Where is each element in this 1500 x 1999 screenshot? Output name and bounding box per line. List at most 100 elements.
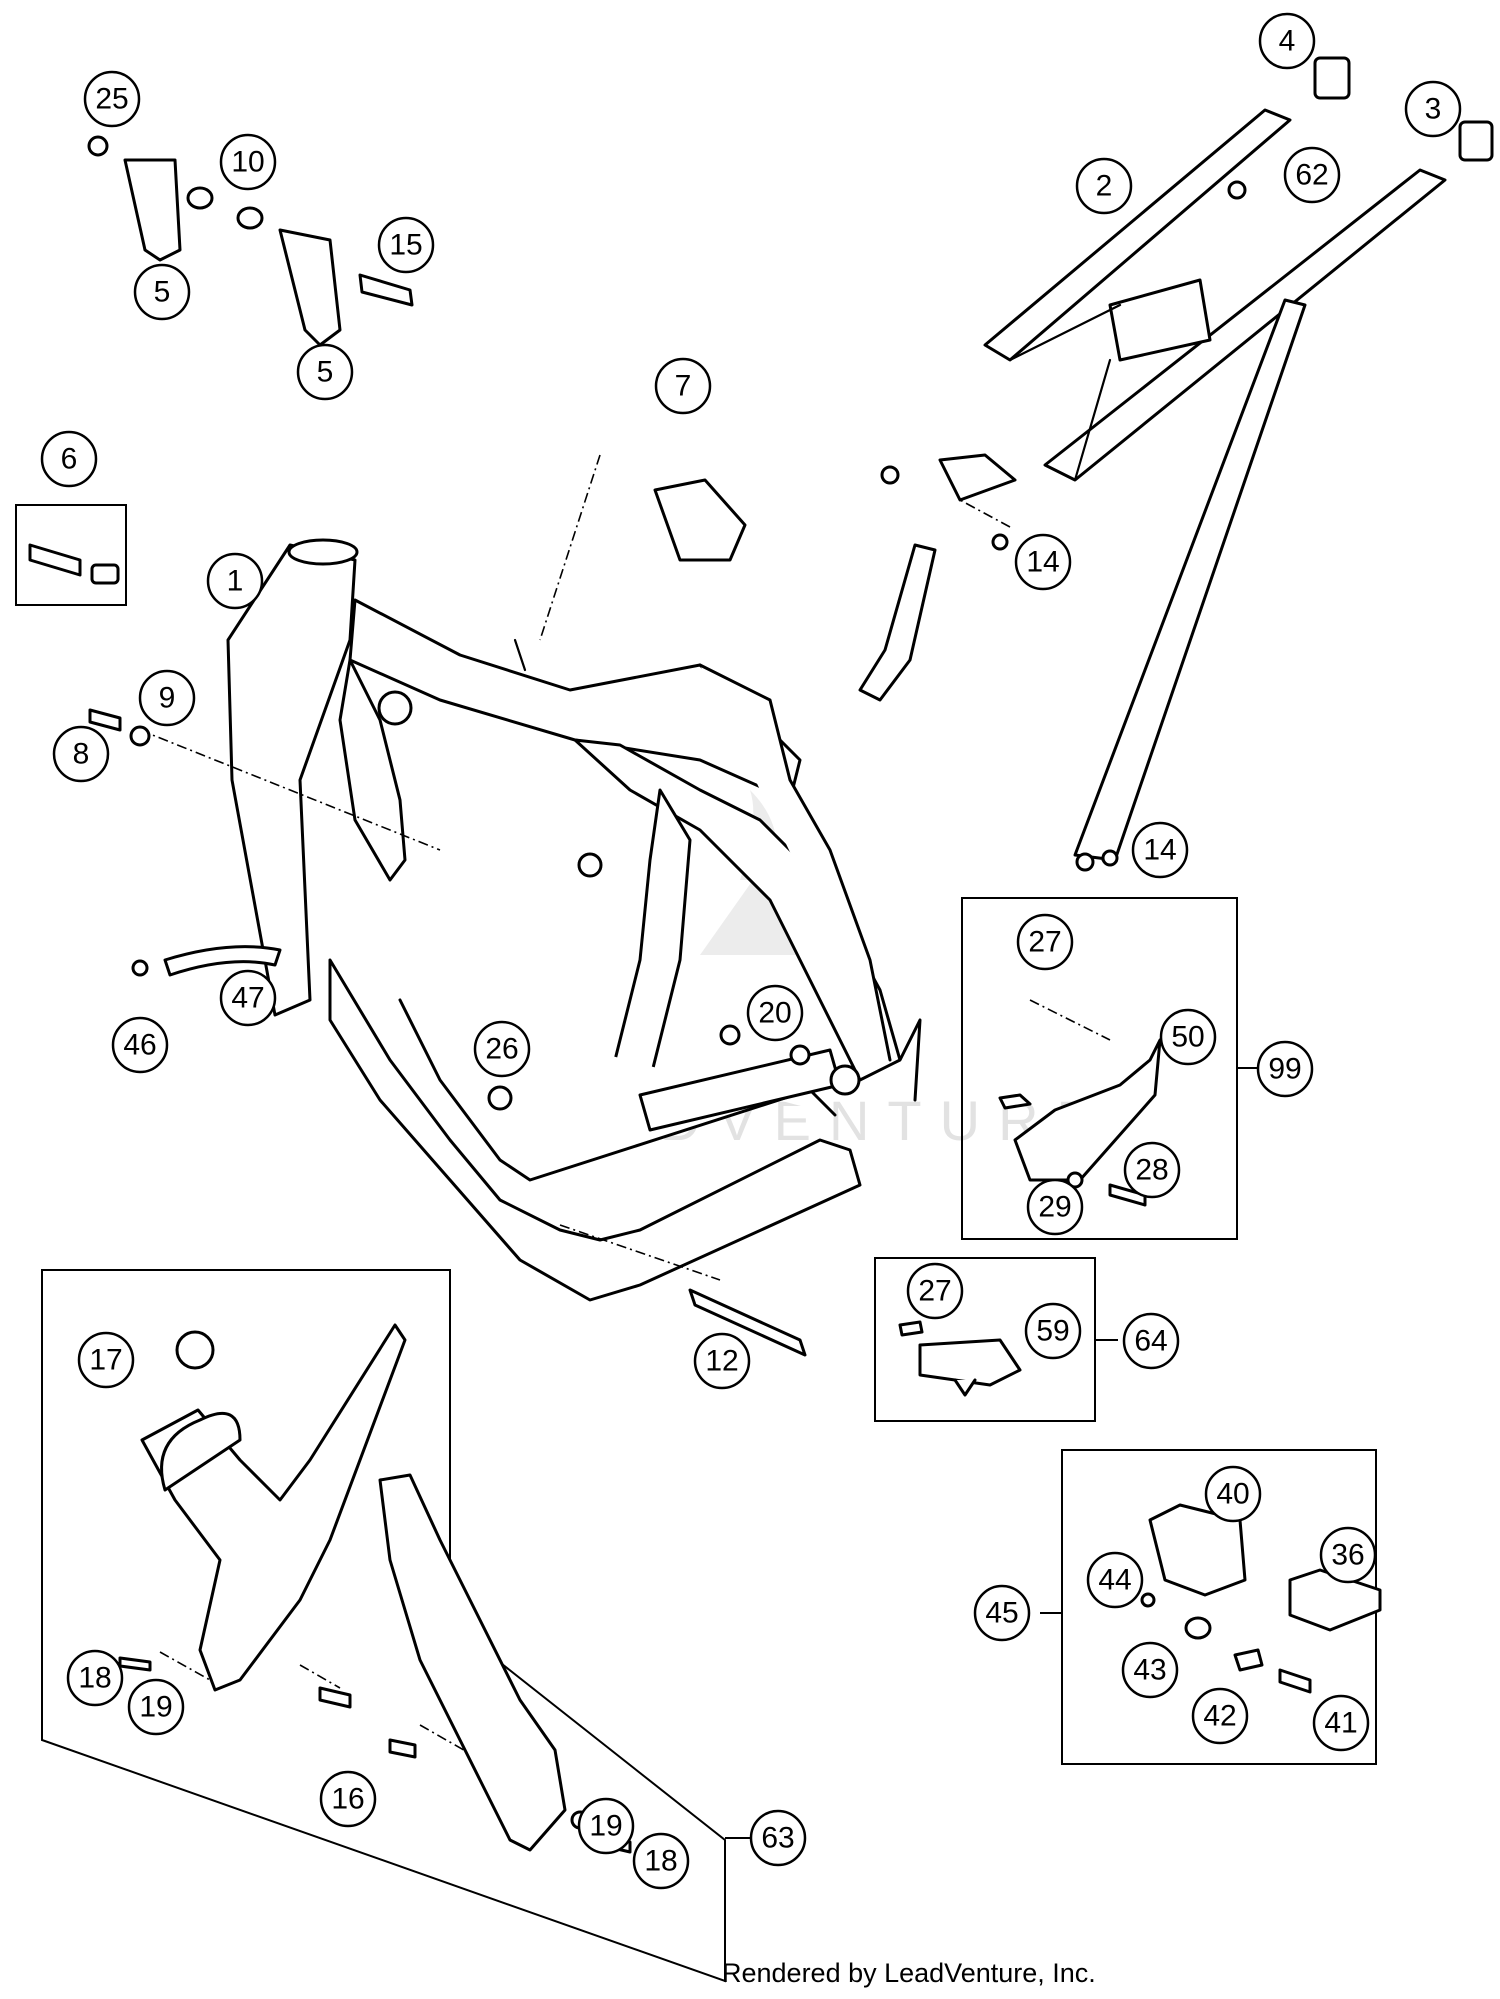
svg-text:16: 16 <box>331 1783 364 1816</box>
svg-text:99: 99 <box>1268 1053 1301 1086</box>
svg-text:26: 26 <box>485 1033 518 1066</box>
callout-7: 7 <box>654 357 712 415</box>
callout-14: 14 <box>1131 821 1189 879</box>
svg-text:28: 28 <box>1135 1154 1168 1187</box>
nut-25 <box>87 135 109 157</box>
callout-9: 9 <box>138 669 196 727</box>
callout-10: 10 <box>219 133 277 191</box>
callout-44: 44 <box>1086 1551 1144 1609</box>
svg-text:27: 27 <box>918 1275 951 1308</box>
callout-4: 4 <box>1258 12 1316 70</box>
frame-protector-63 <box>118 1323 632 1854</box>
callout-46: 46 <box>111 1016 169 1074</box>
svg-text:15: 15 <box>389 229 422 262</box>
callout-5: 5 <box>296 343 354 401</box>
plug-4 <box>1313 56 1351 100</box>
svg-text:41: 41 <box>1324 1707 1357 1740</box>
clip-46 <box>131 959 149 977</box>
nut-62 <box>1227 180 1247 200</box>
callout-36: 36 <box>1319 1526 1377 1584</box>
bracket-5a <box>123 158 182 262</box>
svg-text:2: 2 <box>1096 170 1113 203</box>
svg-text:59: 59 <box>1036 1315 1069 1348</box>
callout-40: 40 <box>1204 1465 1262 1523</box>
callout-27: 27 <box>906 1262 964 1320</box>
svg-text:14: 14 <box>1143 834 1176 867</box>
small-hardware <box>28 56 1494 1357</box>
svg-text:46: 46 <box>123 1029 156 1062</box>
washer-10a <box>186 186 214 210</box>
key-6 <box>90 563 120 585</box>
svg-text:4: 4 <box>1279 25 1296 58</box>
callout-20: 20 <box>746 984 804 1042</box>
main-frame <box>226 478 922 1302</box>
bolt-12 <box>688 1288 807 1357</box>
svg-text:12: 12 <box>705 1345 738 1378</box>
svg-text:17: 17 <box>89 1344 122 1377</box>
footrest-kit-45 <box>1140 1503 1382 1694</box>
callout-6: 6 <box>40 430 98 488</box>
grommet-20a <box>719 1024 741 1046</box>
bolt-14b <box>1101 849 1119 867</box>
svg-text:40: 40 <box>1216 1478 1249 1511</box>
callout-45: 45 <box>973 1584 1031 1642</box>
callout-14: 14 <box>1014 533 1072 591</box>
svg-text:7: 7 <box>675 370 692 403</box>
bolt-8 <box>88 708 122 732</box>
callout-19: 19 <box>127 1678 185 1736</box>
callout-15: 15 <box>377 216 435 274</box>
svg-text:20: 20 <box>758 997 791 1030</box>
washer-10b <box>236 206 264 230</box>
callout-28: 28 <box>1123 1141 1181 1199</box>
bolt-14a <box>991 533 1009 551</box>
callout-5: 5 <box>133 263 191 321</box>
callout-18: 18 <box>632 1832 690 1890</box>
callout-27: 27 <box>1016 913 1074 971</box>
callout-25: 25 <box>83 70 141 128</box>
svg-text:64: 64 <box>1134 1325 1167 1358</box>
callout-63: 63 <box>749 1809 807 1867</box>
svg-text:3: 3 <box>1425 93 1442 126</box>
washer-26 <box>487 1085 513 1111</box>
svg-text:1: 1 <box>227 565 244 598</box>
footer-credit: Rendered by LeadVenture, Inc. <box>722 1958 1096 1988</box>
callout-50: 50 <box>1159 1008 1217 1066</box>
callout-1: 1 <box>206 552 264 610</box>
plug-3 <box>1458 120 1494 162</box>
callout-43: 43 <box>1121 1641 1179 1699</box>
svg-text:5: 5 <box>317 356 334 389</box>
hose-47 <box>163 945 282 977</box>
svg-text:36: 36 <box>1331 1539 1364 1572</box>
svg-text:8: 8 <box>73 738 90 771</box>
svg-text:29: 29 <box>1038 1191 1071 1224</box>
svg-text:5: 5 <box>154 276 171 309</box>
svg-text:50: 50 <box>1171 1021 1204 1054</box>
lock-6 <box>28 543 82 577</box>
kit-box-64 <box>874 1257 1118 1422</box>
rear-subframe <box>858 108 1447 872</box>
chain-slider-59 <box>898 1320 1022 1397</box>
svg-text:63: 63 <box>761 1822 794 1855</box>
callout-26: 26 <box>473 1020 531 1078</box>
svg-text:43: 43 <box>1133 1654 1166 1687</box>
svg-text:10: 10 <box>231 146 264 179</box>
nut-9 <box>129 725 151 747</box>
svg-text:62: 62 <box>1295 159 1328 192</box>
svg-text:6: 6 <box>61 443 78 476</box>
callout-12: 12 <box>693 1332 751 1390</box>
svg-text:42: 42 <box>1203 1700 1236 1733</box>
svg-text:18: 18 <box>78 1662 111 1695</box>
svg-text:45: 45 <box>985 1597 1018 1630</box>
callout-64: 64 <box>1122 1312 1180 1370</box>
bracket-5b <box>278 228 342 347</box>
callout-18: 18 <box>66 1649 124 1707</box>
callout-2: 2 <box>1075 157 1133 215</box>
callout-19: 19 <box>577 1797 635 1855</box>
svg-text:18: 18 <box>644 1845 677 1878</box>
kit-box-63 <box>41 1269 750 1983</box>
kit-box-99 <box>961 897 1258 1240</box>
callout-41: 41 <box>1312 1694 1370 1752</box>
bolt-15 <box>358 273 414 307</box>
callout-47: 47 <box>219 969 277 1027</box>
